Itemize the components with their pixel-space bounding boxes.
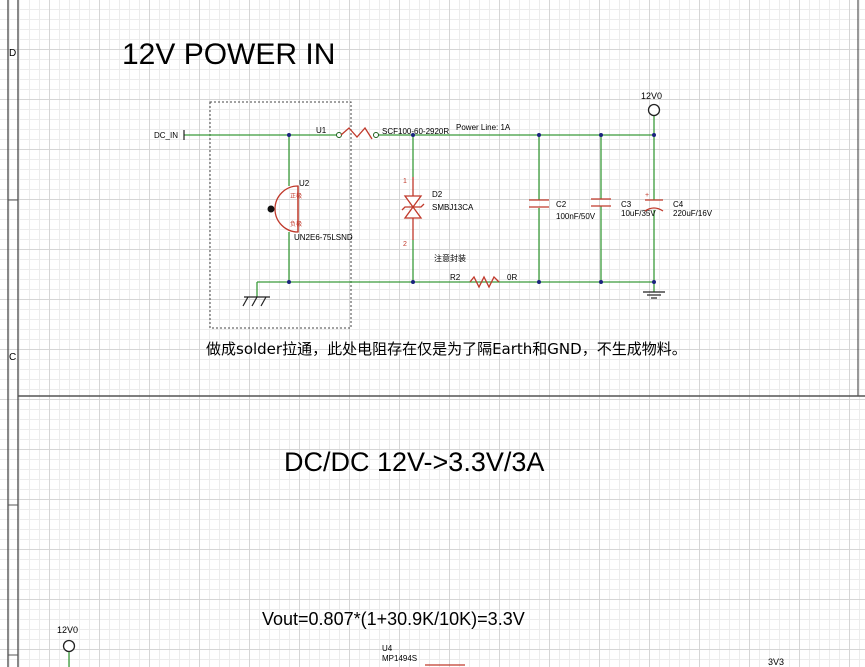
r2-ref: R2 <box>450 273 461 282</box>
r2-value: 0R <box>507 273 517 282</box>
capacitor-c2[interactable]: C2 100nF/50V <box>529 199 596 221</box>
u1-value: SCF100-60-2920R <box>382 127 449 136</box>
d2-value: SMBJ13CA <box>432 203 474 212</box>
c4-value: 220uF/16V <box>673 209 713 218</box>
earth-group-box <box>209 101 352 329</box>
dcdc-net-3v3: 3V3 <box>768 657 784 667</box>
u4-value: MP1494S <box>382 654 417 663</box>
border-label-c: C <box>9 352 16 363</box>
r2-package-note: 注意封装 <box>434 253 466 263</box>
c2-ref: C2 <box>556 200 567 209</box>
gnd-symbol <box>643 291 665 299</box>
resistor-r2[interactable]: 注意封装 R2 0R <box>434 253 517 289</box>
junctions <box>287 133 656 284</box>
border-label-d: D <box>9 48 16 59</box>
u1-ref: U1 <box>316 126 327 135</box>
vout-formula: Vout=0.807*(1+30.9K/10K)=3.3V <box>262 609 525 629</box>
dc-jack-u2[interactable]: U2 UN2E6-75LSND 正极 负极 <box>267 179 353 242</box>
tvs-diode-d2[interactable]: 1 2 D2 SMBJ13CA <box>401 177 474 248</box>
d2-pin2: 2 <box>403 241 407 248</box>
svg-text:+: + <box>645 192 649 199</box>
power-line-label: Power Line: 1A <box>456 123 511 132</box>
earth-symbol <box>242 296 270 307</box>
c3-value: 10uF/35V <box>621 209 656 218</box>
u2-pin-neg: 负极 <box>290 220 302 228</box>
u2-pin-pos: 正极 <box>290 192 302 200</box>
dcdc-12v-symbol: 12V0 <box>57 625 78 667</box>
capacitor-c3[interactable]: C3 10uF/35V <box>591 198 656 218</box>
c4-ref: C4 <box>673 200 684 209</box>
power-in-title: 12V POWER IN <box>122 38 335 71</box>
u4-ref: U4 <box>382 644 393 653</box>
net-label-dc-in: DC_IN <box>154 131 178 140</box>
wires <box>184 116 655 297</box>
c2-value: 100nF/50V <box>556 212 596 221</box>
ic-u4[interactable]: U4 MP1494S <box>382 644 465 666</box>
capacitor-c4[interactable]: + C4 220uF/16V <box>644 192 713 218</box>
fuse-u1[interactable]: U1 SCF100-60-2920R <box>316 126 449 140</box>
d2-ref: D2 <box>432 190 443 199</box>
c3-ref: C3 <box>621 200 632 209</box>
dcdc-net-12v: 12V0 <box>57 625 78 635</box>
earth-isolation-note: 做成solder拉通，此处电阻存在仅是为了隔Earth和GND，不生成物料。 <box>206 340 687 358</box>
u2-value: UN2E6-75LSND <box>294 233 353 242</box>
u2-ref: U2 <box>299 179 310 188</box>
d2-pin1: 1 <box>403 178 407 185</box>
net-label-12v: 12V0 <box>641 91 662 101</box>
dcdc-title: DC/DC 12V->3.3V/3A <box>284 447 544 477</box>
power-12v-symbol <box>647 103 661 117</box>
